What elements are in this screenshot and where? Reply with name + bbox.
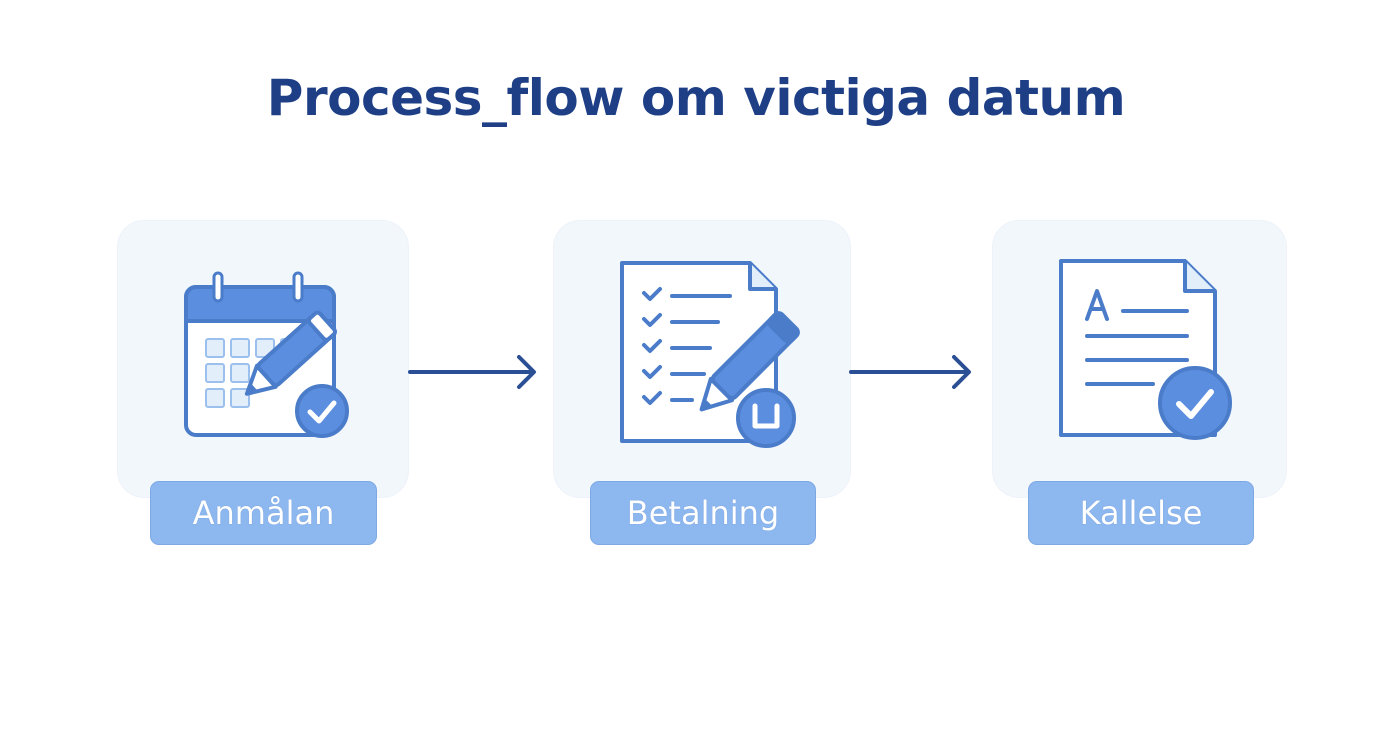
- arrow-right-icon: [849, 355, 971, 389]
- document-check-icon: [1059, 259, 1232, 440]
- arrow-right-icon: [408, 355, 536, 389]
- step-card: [118, 221, 408, 497]
- checklist-pencil-icon: [620, 261, 800, 448]
- step-label-payment: Betalning: [590, 481, 816, 545]
- page-title: Process_flow om victiga datum: [266, 69, 1126, 127]
- step-label-summons: Kallelse: [1028, 481, 1254, 545]
- step-label-registration: Anmålan: [150, 481, 377, 545]
- step-card: [993, 221, 1286, 497]
- calendar-pencil-check-icon: [184, 271, 349, 438]
- step-card: [554, 221, 850, 497]
